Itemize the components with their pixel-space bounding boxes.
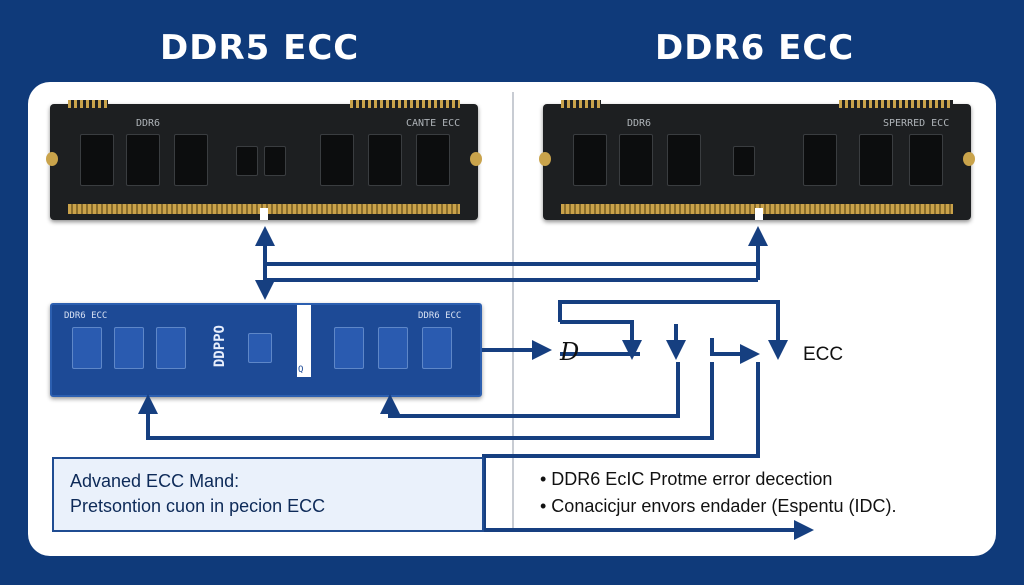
module-slot-gap [297, 305, 311, 377]
ddr6-bullet-list: • DDR6 EcIC Protme error decection • Con… [540, 466, 896, 520]
ecc-path [710, 338, 760, 364]
memory-chip [368, 134, 402, 186]
ddr5-title: DDR5 ECC [160, 28, 360, 68]
memory-chip [126, 134, 160, 186]
advanced-ecc-subtitle: Pretsontion cuon in pecion ECC [70, 496, 326, 516]
ecc-path [560, 320, 642, 360]
module-key-notch [755, 208, 763, 220]
module-right-label: DDR6 ECC [418, 311, 462, 321]
memory-chip [667, 134, 701, 186]
blue-memory-module: DDR6 ECC DDR6 ECC DDPPO Q [50, 303, 482, 397]
module-side-notch [46, 152, 58, 166]
module-chip-label: DDR6 [136, 118, 161, 129]
memory-chip [174, 134, 208, 186]
module-side-notch [539, 152, 551, 166]
ecc-node-label: ECC [803, 344, 844, 365]
memory-chip [573, 134, 607, 186]
ecc-path [558, 300, 788, 360]
return-arrow [380, 362, 680, 418]
module-left-label: DDR6 ECC [64, 311, 108, 321]
module-top-contacts [839, 100, 953, 108]
advanced-ecc-title: Advaned ECC Mand: [70, 471, 240, 491]
memory-chip [236, 146, 258, 176]
memory-chip [334, 327, 364, 369]
return-arrow [138, 362, 714, 440]
module-top-contacts [350, 100, 460, 108]
module-slot-label: Q [298, 365, 304, 375]
memory-chip [619, 134, 653, 186]
memory-chip [422, 327, 452, 369]
module-top-contacts [561, 100, 601, 108]
module-chip-label: DDR6 [627, 118, 652, 129]
ddr5-memory-module: DDR6 CANTE ECC [46, 100, 482, 220]
ddr6-memory-module: DDR6 SPERRED ECC [539, 100, 975, 220]
bullet-item: • Conacicjur envors endader (Espentu (ID… [540, 496, 897, 516]
memory-chip [803, 134, 837, 186]
memory-chip [156, 327, 186, 369]
ddr6-title: DDR6 ECC [655, 28, 855, 68]
advanced-ecc-box: Advaned ECC Mand: Pretsontion cuon in pe… [52, 457, 484, 532]
memory-chip [80, 134, 114, 186]
memory-chip [114, 327, 144, 369]
memory-chip [264, 146, 286, 176]
module-top-contacts [68, 100, 108, 108]
d-node-label: D [560, 338, 580, 366]
module-side-notch [470, 152, 482, 166]
module-right-label: SPERRED ECC [883, 118, 950, 129]
memory-chip [909, 134, 943, 186]
center-divider [512, 92, 514, 532]
output-arrow [482, 362, 814, 540]
module-side-notch [963, 152, 975, 166]
bullet-item: • DDR6 EcIC Protme error decection [540, 469, 833, 489]
module-key-notch [260, 208, 268, 220]
memory-chip [859, 134, 893, 186]
memory-chip [733, 146, 755, 176]
memory-chip [320, 134, 354, 186]
module-right-label: CANTE ECC [406, 118, 461, 129]
memory-chip [72, 327, 102, 369]
memory-chip [378, 327, 408, 369]
memory-chip [416, 134, 450, 186]
memory-chip [248, 333, 272, 363]
